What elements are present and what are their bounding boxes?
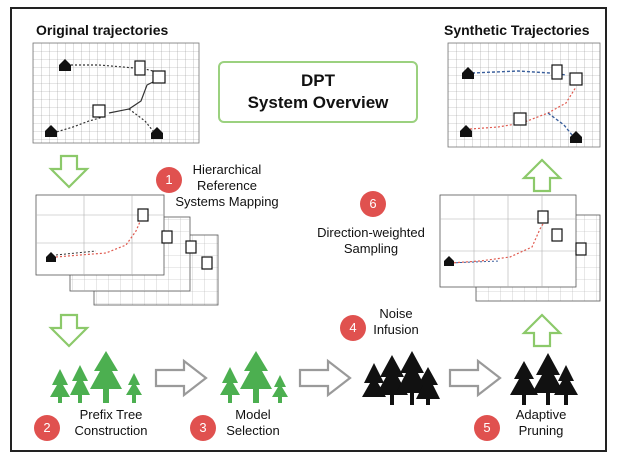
dpt-overview-box: DPT System Overview [218,61,418,123]
synthetic-trajectories-map [447,42,601,148]
step-5-label: Adaptive Pruning [515,407,567,438]
down-arrow-icon [48,154,90,189]
process-arrow-icon-2 [298,358,352,398]
down-arrow-icon-lower [48,313,90,348]
step-1-badge: 1 [156,167,182,193]
center-box-line1: DPT [301,71,335,90]
step-2-badge: 2 [34,415,60,441]
up-arrow-icon-lower [521,313,563,348]
step-3-label: Model Selection [226,407,280,438]
pruned-trees-icon [510,353,578,405]
step-6-label: Direction-weighted Sampling [317,225,425,256]
up-arrow-icon-top [521,158,563,193]
green-trees-icon [50,351,142,403]
step-6-badge: 6 [360,191,386,217]
step-5-badge: 5 [474,415,500,441]
center-box-line2: System Overview [247,93,389,112]
synthetic-trajectories-title: Synthetic Trajectories [444,22,590,38]
black-forest-icon [362,351,440,405]
hierarchical-reference-maps [35,194,219,306]
step-3-badge: 3 [190,415,216,441]
step-1-label: Hierarchical Reference Systems Mapping [175,162,279,209]
process-arrow-icon-1 [154,358,208,398]
green-trees-selection-icon [220,351,288,403]
step-2-label: Prefix Tree Construction [74,407,148,438]
process-arrow-icon-3 [448,358,502,398]
direction-sampling-maps [439,194,601,302]
step-4-label: Noise Infusion [373,306,419,337]
step-4-badge: 4 [340,315,366,341]
original-trajectories-map [32,42,200,144]
original-trajectories-title: Original trajectories [36,22,169,38]
diagram-frame: Original trajectories Synthetic Trajecto… [10,7,607,452]
